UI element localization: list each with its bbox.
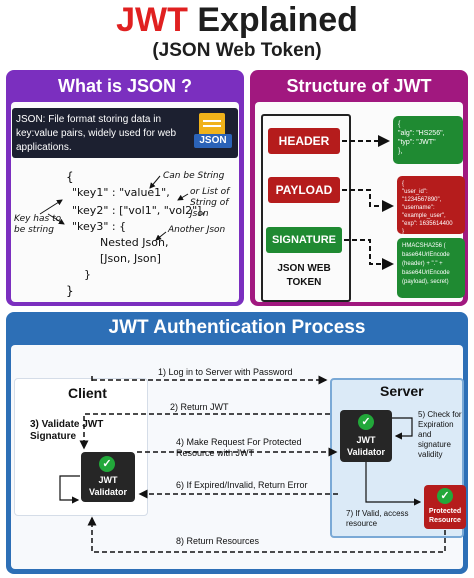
header-json-line: { xyxy=(398,121,401,128)
step-8-label: 8) Return Resources xyxy=(176,536,260,546)
code-line-3: "key3" : { xyxy=(72,220,127,233)
jwt-caption: JSON WEB TOKEN xyxy=(277,263,331,288)
step-4-label: 4) Make Request For Protected Resource w… xyxy=(176,437,302,458)
step-5-label: 5) Check for Expiration and signature va… xyxy=(418,410,462,459)
annotation-arrow xyxy=(149,175,161,189)
step-3-loop xyxy=(59,475,80,504)
annotation-arrow xyxy=(47,213,65,225)
code-line-1: "key1" : "value1", xyxy=(72,186,170,199)
code-line-4: Nested Json, xyxy=(100,236,169,249)
client-label: Client xyxy=(68,385,107,401)
json-definition: JSON: File format storing data in key:va… xyxy=(16,114,177,153)
step-8-arrow xyxy=(87,516,446,553)
jwt-part-payload: PAYLOAD xyxy=(268,177,340,203)
structure-panel-heading: Structure of JWT xyxy=(286,76,432,96)
signature-json-line: base64UrlEncode xyxy=(402,252,450,258)
annotation-arrow xyxy=(39,199,63,215)
payload-arrow xyxy=(342,189,394,212)
step-2-arrow xyxy=(79,413,330,450)
title-jwt: JWT xyxy=(116,1,188,39)
code-open-brace: { xyxy=(66,170,74,184)
payload-json-line: "example_user", xyxy=(402,213,446,219)
signature-json-box: HMACSHA256 ( base64UrlEncode (header) + … xyxy=(397,238,465,298)
server-label: Server xyxy=(380,383,424,399)
payload-json-line: { xyxy=(402,181,405,187)
payload-json-box: { "user_id": "1234567890", "username": "… xyxy=(397,176,465,235)
server-check-icon: ✓ xyxy=(358,414,374,430)
step-7-arrow xyxy=(365,462,422,506)
jwt-outline xyxy=(261,114,351,302)
signature-json-line: base64UrlEncode xyxy=(402,270,450,276)
step-3-label: 3) Validate JWT Signature xyxy=(30,419,104,442)
signature-arrow xyxy=(344,239,394,270)
title-explained: Explained xyxy=(197,1,358,39)
annotation-arrow xyxy=(177,193,189,201)
step-5-arrow xyxy=(392,417,413,440)
server-validator-label: JWT Validator xyxy=(346,435,385,457)
page-subtitle: (JSON Web Token) xyxy=(152,40,322,61)
header-json-line: "typ": "JWT" xyxy=(398,139,436,146)
page-title: JWT Explained xyxy=(0,0,474,40)
step-6-label: 6) If Expired/Invalid, Return Error xyxy=(176,480,308,490)
header-json-box: { "alg": "HS256", "typ": "JWT" }, xyxy=(393,116,463,164)
payload-json-line: "exp": 1635614400 xyxy=(402,221,453,227)
header-json-line: "alg": "HS256", xyxy=(398,130,445,137)
json-icon-label: JSON xyxy=(194,134,232,148)
jwt-part-signature: SIGNATURE xyxy=(266,227,342,253)
payload-json-line: "username": xyxy=(402,205,435,211)
step-1-label: 1) Log in to Server with Password xyxy=(158,367,293,377)
code-line-5: [Json, Json] xyxy=(100,252,161,265)
step-1-arrow xyxy=(91,376,326,384)
step-2-label: 2) Return JWT xyxy=(170,402,229,412)
code-line-2: "key2" : ["vol1", "vol2"], xyxy=(72,204,205,217)
jwt-part-header: HEADER xyxy=(268,128,340,154)
annotation-key-has-string: Key has to be string xyxy=(14,214,62,235)
auth-panel-heading: JWT Authentication Process xyxy=(108,317,366,338)
payload-json-line: } xyxy=(402,229,405,235)
code-line-6: } xyxy=(84,268,91,281)
signature-json-line: HMACSHA256 ( xyxy=(402,243,446,249)
annotation-can-be-string: Can be String xyxy=(163,171,225,181)
client-validator-label: JWT Validator xyxy=(88,475,127,497)
signature-json-line: (header) + "." + xyxy=(402,261,443,267)
json-panel-heading: What is JSON ? xyxy=(57,76,192,96)
code-close-brace: } xyxy=(66,284,74,298)
client-check-icon: ✓ xyxy=(99,456,115,472)
step-7-label: 7) If Valid, access resource xyxy=(346,509,409,528)
annotation-another-json: Another Json xyxy=(168,225,226,235)
payload-json-line: "user_id": "1234567890", xyxy=(402,189,442,203)
protected-resource-label: Protected Resource xyxy=(428,508,462,524)
annotation-list-of-string: or List of String of Json xyxy=(190,187,230,219)
annotation-arrow xyxy=(155,231,167,241)
signature-json-line: (payload), secret) xyxy=(402,279,449,285)
header-json-line: }, xyxy=(398,148,403,155)
protected-check-icon: ✓ xyxy=(437,488,453,504)
